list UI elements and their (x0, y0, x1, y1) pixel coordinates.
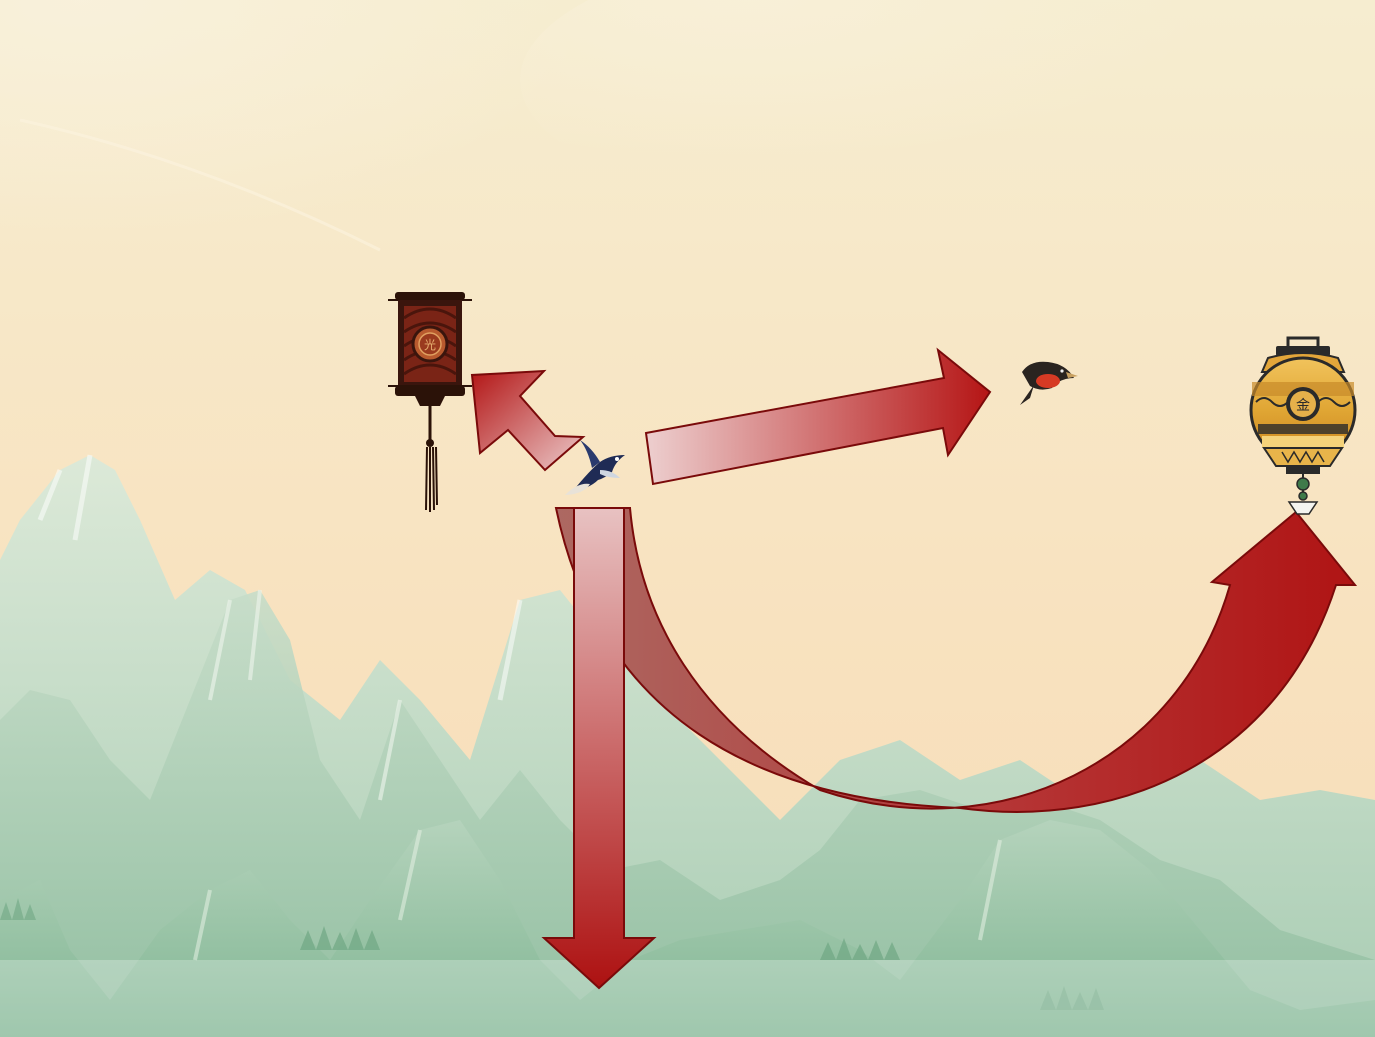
svg-text:光: 光 (424, 338, 436, 352)
mist (0, 960, 1375, 1037)
svg-text:金: 金 (1296, 398, 1310, 414)
